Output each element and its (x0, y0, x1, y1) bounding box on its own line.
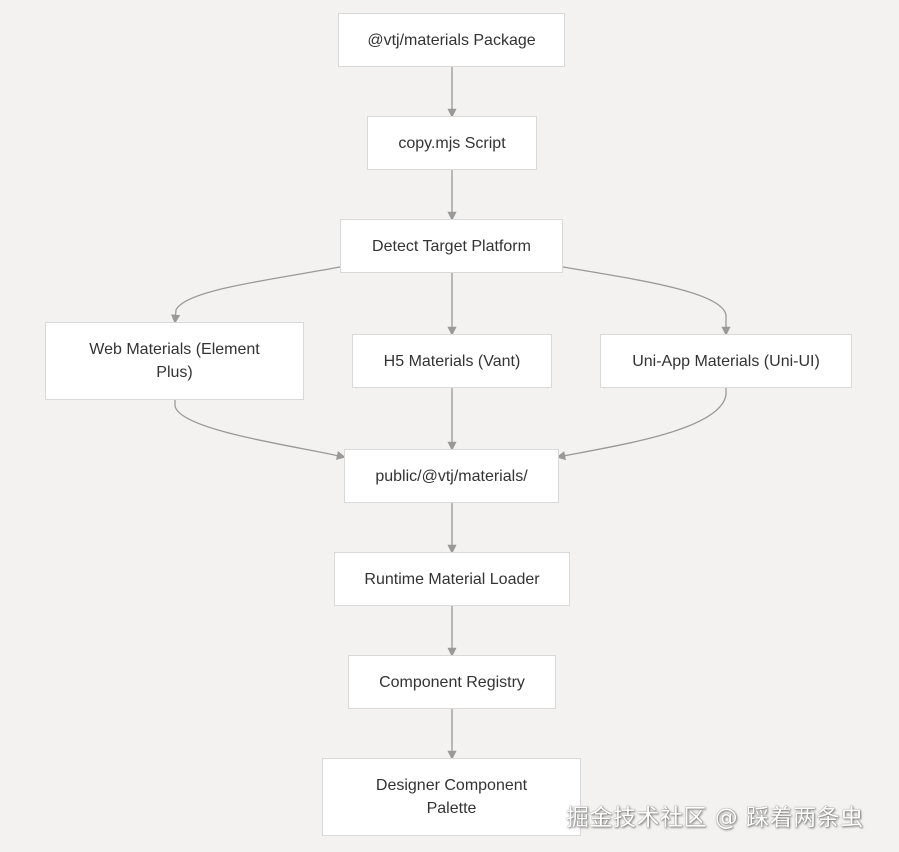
node-materials-package: @vtj/materials Package (338, 13, 565, 67)
node-label: Uni-App Materials (Uni-UI) (632, 352, 820, 370)
node-label: Detect Target Platform (372, 237, 531, 255)
node-label: H5 Materials (Vant) (383, 352, 521, 370)
edge-detect-to-web (171, 266, 341, 324)
edge-detect-to-uniapp (562, 266, 731, 336)
node-label: Web Materials (Element Plus) (89, 341, 260, 381)
node-designer-component-palette: Designer Component Palette (322, 758, 581, 836)
watermark-text: 掘金技术社区 @ 踩着两条虫 (566, 805, 864, 831)
node-label: @vtj/materials Package (367, 31, 536, 49)
node-detect-target-platform: Detect Target Platform (340, 219, 563, 273)
edge-web-to-public (174, 400, 346, 460)
node-runtime-material-loader: Runtime Material Loader (334, 552, 570, 606)
node-h5-materials: H5 Materials (Vant) (352, 334, 552, 388)
node-label: Component Registry (379, 673, 525, 691)
node-label: copy.mjs Script (398, 134, 506, 152)
node-label: Runtime Material Loader (364, 570, 540, 588)
node-component-registry: Component Registry (348, 655, 556, 709)
node-label: Designer Component Palette (375, 777, 528, 817)
node-web-materials: Web Materials (Element Plus) (45, 322, 304, 400)
node-public-materials: public/@vtj/materials/ (344, 449, 559, 503)
edge-uniapp-to-public (556, 388, 727, 461)
node-uniapp-materials: Uni-App Materials (Uni-UI) (600, 334, 852, 388)
node-copy-script: copy.mjs Script (367, 116, 537, 170)
node-label: public/@vtj/materials/ (375, 467, 528, 485)
